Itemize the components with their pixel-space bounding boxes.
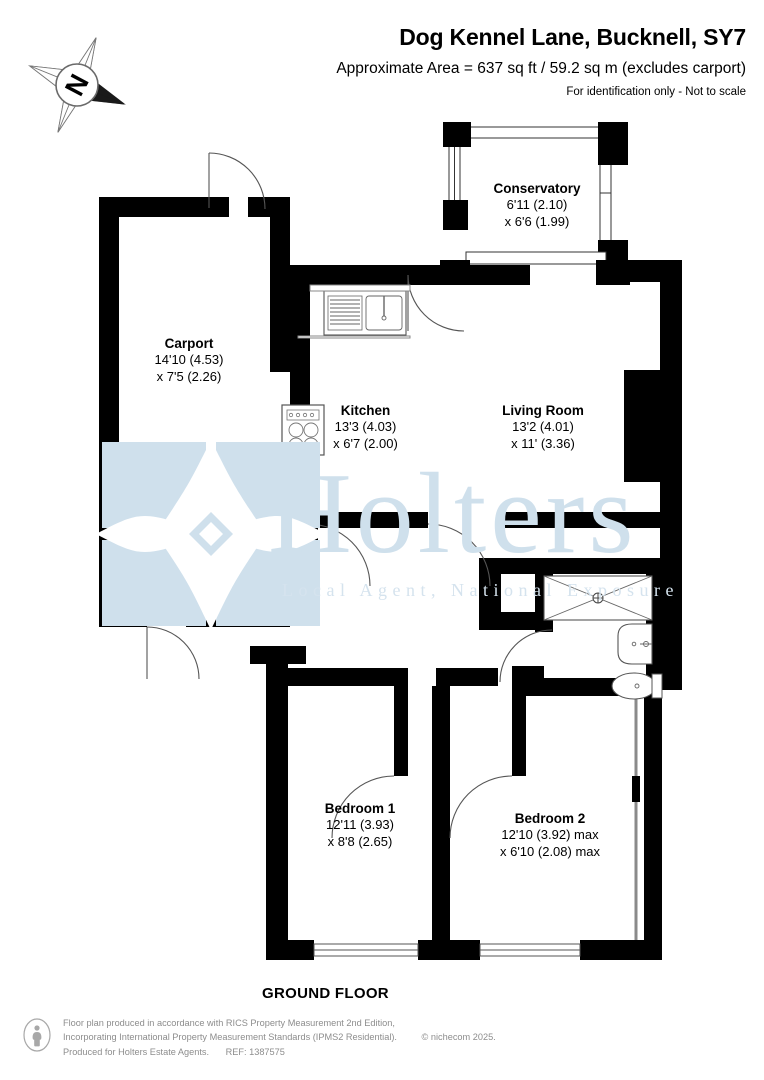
info-person-icon [22, 1018, 52, 1057]
wall-structure-lower [250, 512, 662, 960]
toilet-icon [611, 672, 663, 700]
footer-line-2: Incorporating International Property Mea… [63, 1032, 397, 1043]
room-name-kitchen: Kitchen [340, 403, 391, 418]
room-dim-conservatory-1: 6'11 (2.10) [506, 197, 568, 213]
room-label-carport: Carport 14'10 (4.53) x 7'5 (2.26) [94, 335, 284, 386]
room-dim-living-room-1: 13'2 (4.01) [512, 419, 574, 435]
room-dim-kitchen-2: x 6'7 (2.00) [333, 435, 398, 451]
room-label-bedroom-1: Bedroom 1 12'11 (3.93) x 8'8 (2.65) [265, 800, 455, 851]
room-dim-carport-2: x 7'5 (2.26) [156, 368, 222, 384]
kitchen-counter [297, 284, 411, 339]
floor-plan-drawing [0, 100, 764, 990]
room-label-living-room: Living Room 13'2 (4.01) x 11' (3.36) [448, 402, 638, 453]
room-dim-conservatory-2: x 6'6 (1.99) [504, 213, 570, 229]
disclaimer-notice: For identification only - Not to scale [566, 86, 746, 99]
sink-icon [323, 290, 407, 336]
room-name-bedroom-2: Bedroom 2 [514, 811, 586, 826]
room-name-carport: Carport [164, 336, 214, 351]
room-dim-bedroom-2-1: 12'10 (3.92) max [501, 827, 599, 843]
room-dim-bedroom-1-1: 12'11 (3.93) [325, 817, 394, 833]
bath-icon [543, 575, 653, 621]
floor-caption: GROUND FLOOR [262, 985, 389, 1002]
footer-copyright: © nichecom 2025. [421, 1032, 496, 1043]
footer-line-1: Floor plan produced in accordance with R… [63, 1018, 395, 1028]
room-dim-bedroom-1-2: x 8'8 (2.65) [327, 833, 393, 849]
room-dim-carport-1: 14'10 (4.53) [154, 352, 224, 368]
room-dim-kitchen-1: 13'3 (4.03) [334, 419, 397, 435]
footer-reference: REF: 1387575 [225, 1046, 285, 1057]
room-name-living-room: Living Room [502, 403, 584, 418]
footer-line-3: Produced for Holters Estate Agents. [63, 1046, 210, 1057]
room-dim-living-room-2: x 11' (3.36) [511, 435, 575, 451]
area-summary: Approximate Area = 637 sq ft / 59.2 sq m… [336, 60, 746, 78]
wash-basin-icon [617, 623, 653, 665]
bedroom2-wall-detail [632, 690, 640, 940]
room-name-bedroom-1: Bedroom 1 [324, 801, 396, 816]
room-label-kitchen: Kitchen 13'3 (4.03) x 6'7 (2.00) [273, 402, 458, 453]
page-title: Dog Kennel Lane, Bucknell, SY7 [399, 24, 746, 50]
footer: Floor plan produced in accordance with R… [22, 1016, 742, 1059]
room-name-conservatory: Conservatory [493, 181, 581, 196]
room-label-bedroom-2: Bedroom 2 12'10 (3.92) max x 6'10 (2.08)… [450, 810, 650, 861]
room-dim-bedroom-2-2: x 6'10 (2.08) max [499, 843, 601, 859]
compass-rose-icon: N [20, 28, 134, 142]
room-label-conservatory: Conservatory 6'11 (2.10) x 6'6 (1.99) [442, 180, 632, 231]
header: Dog Kennel Lane, Bucknell, SY7 Approxima… [0, 0, 764, 100]
